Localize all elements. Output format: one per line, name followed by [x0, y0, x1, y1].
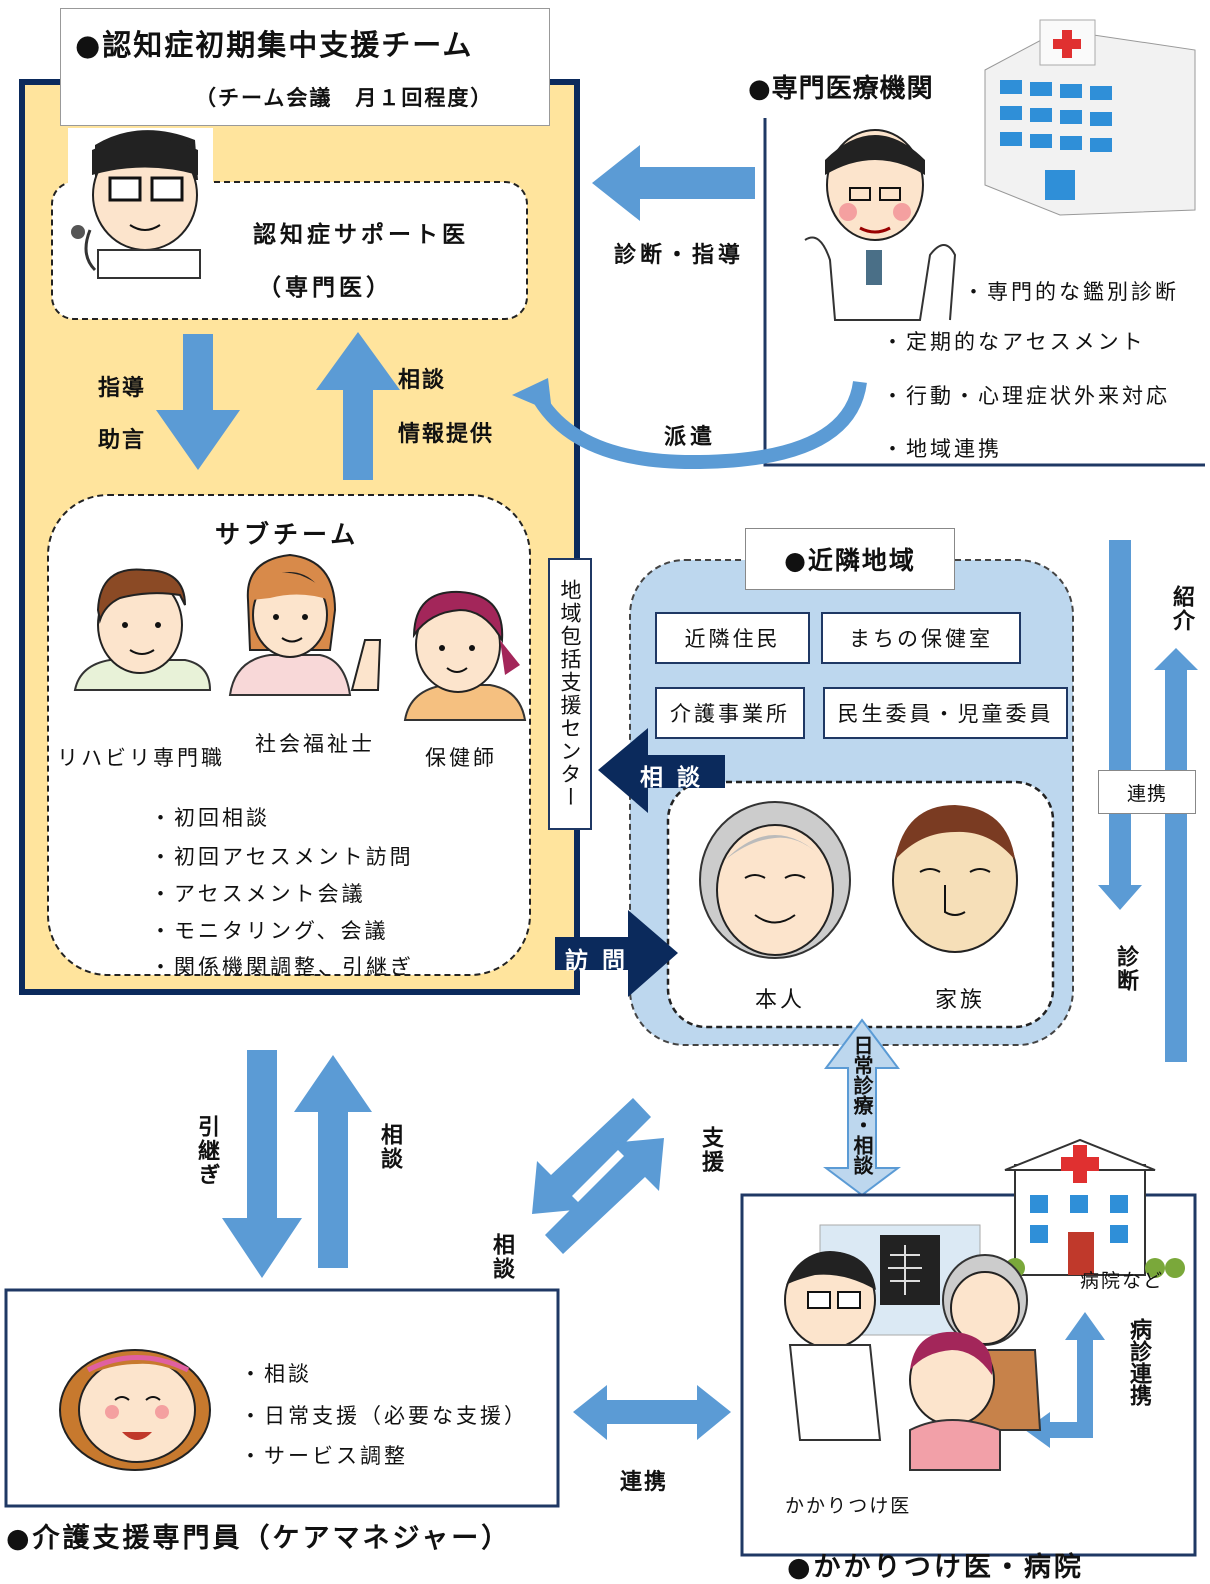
arrow-clinic-link: [1045, 1340, 1093, 1438]
specialist-item-3: ・行動・心理症状外来対応: [882, 384, 1170, 408]
link-lower-label: 連携: [620, 1470, 669, 1495]
specialist-title: ●専門医療機関: [748, 74, 934, 104]
subteam-title: サブチーム: [215, 520, 360, 549]
specialist-item-4: ・地域連携: [882, 437, 1002, 461]
neighborhood-title: ●近隣地域: [745, 528, 955, 590]
dispatch-label: 派遣: [664, 425, 717, 450]
specialist-item-2: ・定期的なアセスメント: [882, 330, 1146, 354]
arrow-care-clinic: [573, 1385, 731, 1440]
task-1: ・初回相談: [150, 806, 270, 830]
clinic-scene-illustration: [784, 1224, 1042, 1471]
neighborhood-box-residents: 近隣住民: [655, 612, 810, 664]
arrow-diagnosis: [592, 145, 755, 221]
task-3: ・アセスメント会議: [150, 882, 366, 906]
team-title-box: [60, 8, 550, 126]
task-2: ・初回アセスメント訪問: [150, 845, 414, 869]
neighborhood-box-welfare: 民生委員・児童委員: [823, 687, 1068, 739]
arrow-right-up: [1154, 648, 1198, 1062]
care-title: ●介護支援専門員（ケアマネジャー）: [6, 1523, 512, 1554]
arrow-diagonal-consult: [532, 1098, 651, 1214]
team-title: ●認知症初期集中支援チーム: [75, 28, 474, 62]
visit-dark-label: 訪 問: [565, 948, 629, 974]
role-social-worker: 社会福祉士: [255, 732, 375, 756]
neighborhood-box-health-room: まちの保健室: [821, 612, 1021, 664]
support-doctor-sub: （専門医）: [258, 275, 393, 301]
guide-label-2: 助言: [98, 428, 147, 453]
daily-care-label: 日常診療・相談: [850, 1035, 874, 1175]
diagnosis-label-right: 診断: [1113, 945, 1138, 993]
specialist-item-1: ・専門的な鑑別診断: [963, 280, 1179, 304]
arrow-consult-up: [316, 332, 400, 480]
arrow-consult-up-lower: [294, 1055, 372, 1268]
support-label: 支援: [698, 1126, 723, 1174]
hospital-label: 病院など: [1080, 1270, 1165, 1292]
consult-label: 相談: [398, 368, 447, 393]
family-label: 家族: [935, 988, 986, 1013]
arrow-diagonal-support: [545, 1138, 664, 1254]
social-worker-illustration: [228, 553, 382, 696]
intro-label: 紹介: [1169, 585, 1194, 633]
specialist-hospital-illustration: [984, 19, 1196, 216]
family-illustration: [892, 805, 1018, 953]
arrow-consult-dark: [598, 728, 725, 813]
care-item-2: ・日常支援（必要な支援）: [240, 1404, 528, 1428]
specialist-doctor-illustration: [804, 129, 957, 321]
doctor-label: かかりつけ医: [785, 1495, 912, 1517]
diagnosis-guidance-label: 診断・指導: [614, 243, 745, 268]
team-meeting: （チーム会議 月１回程度）: [195, 86, 494, 110]
arrow-guide-down: [156, 334, 240, 470]
handover-label: 引継ぎ: [194, 1115, 219, 1187]
arrow-right-down: [1098, 540, 1142, 910]
specialist-frame: [763, 118, 1205, 467]
consult-dark-label: 相 談: [640, 765, 704, 791]
arrow-visit-dark: [555, 910, 678, 997]
guide-label-1: 指導: [98, 376, 147, 401]
rehab-illustration: [73, 568, 212, 691]
community-support-center: 地域包括支援センター: [548, 558, 592, 830]
arrow-dispatch: [534, 380, 867, 470]
clinic-link-label: 病診連携: [1126, 1318, 1151, 1406]
task-4: ・モニタリング、会議: [150, 919, 389, 943]
role-nurse: 保健師: [425, 746, 497, 770]
role-rehab: リハビリ専門職: [57, 746, 225, 770]
care-item-3: ・サービス調整: [240, 1444, 408, 1468]
care-item-1: ・相談: [240, 1362, 312, 1386]
link-label-right: 連携: [1098, 770, 1196, 814]
person-illustration: [699, 801, 851, 959]
nurse-illustration: [403, 590, 527, 721]
consult-mid-label: 相談: [489, 1233, 514, 1281]
info-label: 情報提供: [398, 422, 495, 447]
task-5: ・関係機関調整、引継ぎ: [150, 955, 414, 979]
arrow-handover: [222, 1050, 302, 1278]
person-label: 本人: [755, 988, 806, 1013]
clinic-hospital-illustration: [985, 1138, 1185, 1278]
care-manager-illustration: [59, 1349, 211, 1471]
consult-lower-label: 相談: [377, 1123, 402, 1171]
clinic-title: ●かかりつけ医・病院: [787, 1552, 1084, 1583]
neighborhood-box-care-office: 介護事業所: [655, 687, 805, 739]
arrow-dispatch-head: [512, 378, 552, 412]
support-doctor-label: 認知症サポート医: [253, 222, 469, 248]
support-doctor-illustration: [68, 128, 213, 279]
